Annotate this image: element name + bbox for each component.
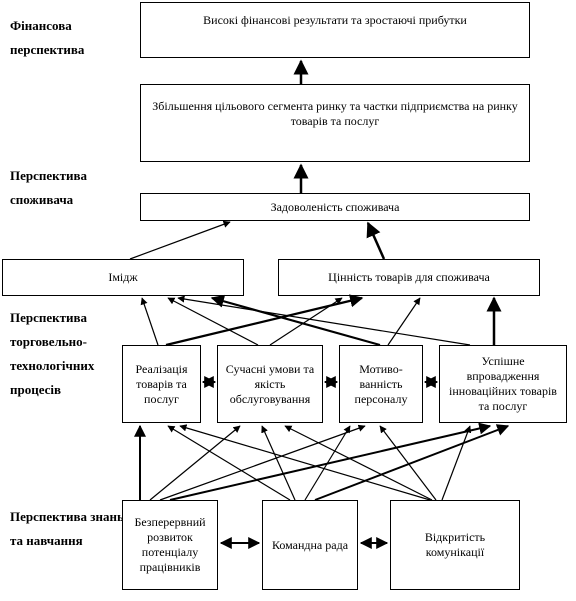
box-image: Імідж [2, 259, 244, 296]
box-innovation: Успішне впровадження інноваційних товарі… [439, 345, 567, 423]
arrow-value-to-satisfaction [366, 221, 386, 260]
box-development: Безперервний розвиток потенціалу працівн… [122, 500, 218, 590]
box-market-share: Збільшення цільового сегмента ринку та ч… [140, 84, 530, 162]
perspective-financial: Фінансова перспектива [10, 18, 85, 57]
arrow-team-to-innovation [314, 424, 510, 501]
arrow-openness-to-sales [179, 424, 431, 501]
arrow-team-to-conditions [261, 425, 296, 501]
arrow-image-to-satisfaction [129, 220, 231, 260]
arrow-openness-to-motivation [379, 425, 437, 501]
arrow-sales-to-value [165, 294, 364, 347]
box-motivation: Мотиво-ванність персоналу [339, 345, 423, 423]
box-value: Цінність товарів для споживача [278, 259, 540, 296]
arrow-motivation-to-image [210, 294, 381, 347]
arrow-development-to-conditions [149, 425, 241, 501]
perspective-processes: Перспектива торговельно-технологічних пр… [10, 310, 95, 397]
arrow-development-to-innovation [169, 422, 492, 501]
arrow-openness-to-innovation [441, 425, 472, 501]
arrow-team-to-motivation [304, 425, 351, 501]
box-team: Командна рада [262, 500, 358, 590]
arrow-development-to-motivation [159, 424, 366, 501]
arrow-innovation-to-image [177, 295, 471, 346]
box-satisfaction: Задоволеність споживача [140, 193, 530, 221]
arrow-conditions-to-value [269, 297, 343, 346]
arrow-openness-to-conditions [284, 425, 433, 501]
box-profit: Високі фінансові результати та зростаючі… [140, 2, 530, 58]
box-sales: Реалізація товарів та послуг [122, 345, 201, 423]
box-conditions: Сучасні умови та якість обслуговування [217, 345, 323, 423]
perspective-learning: Перспектива знань та навчання [10, 509, 124, 548]
box-openness: Відкритість комунікації [390, 500, 520, 590]
perspective-consumer: Перспектива споживача [10, 168, 88, 207]
arrow-conditions-to-image [167, 297, 259, 346]
arrow-team-to-sales [167, 425, 291, 501]
arrow-sales-to-image [140, 297, 159, 346]
arrow-motivation-to-value [387, 297, 421, 346]
